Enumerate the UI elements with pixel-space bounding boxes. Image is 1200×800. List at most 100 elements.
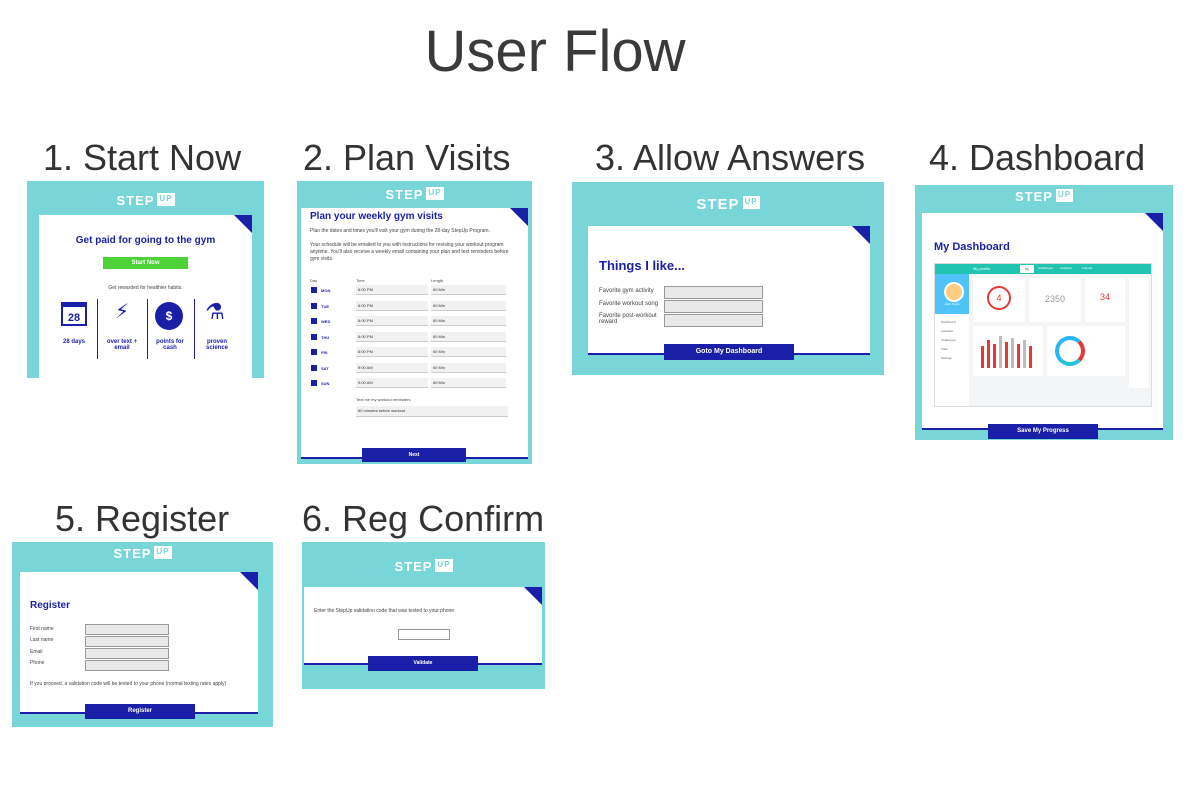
col-day: Day: [310, 278, 318, 283]
col-time: Time: [356, 278, 365, 283]
first-name-input[interactable]: [85, 624, 169, 635]
start-card: Get paid for going to the gym Start Now …: [39, 215, 252, 378]
field-label: Last name: [30, 637, 54, 643]
divider: [147, 299, 148, 359]
plan-heading: Plan your weekly gym visits: [310, 211, 443, 222]
start-heading: Get paid for going to the gym: [75, 235, 216, 246]
bar-chart: [973, 326, 1043, 376]
tab-challenges[interactable]: Challenges: [1038, 266, 1054, 270]
col-length: Length: [431, 278, 444, 283]
register-card: Register First name Last name Email Phon…: [20, 572, 258, 712]
tab-analytics[interactable]: Analytics: [1060, 266, 1073, 270]
corner-fold: [240, 572, 258, 590]
last-name-input[interactable]: [85, 636, 169, 647]
step-label-reg-confirm: 6. Reg Confirm: [302, 498, 545, 539]
dashboard-nav-item[interactable]: Activities: [941, 329, 953, 333]
length-select[interactable]: 60 Min: [431, 378, 506, 388]
tab-my[interactable]: My: [1020, 265, 1034, 273]
field-label: Favorite gym activity: [599, 288, 654, 294]
start-now-button[interactable]: Start Now: [103, 257, 188, 269]
feature-label: points for cash: [156, 339, 184, 351]
time-select[interactable]: 9:00 AM: [356, 362, 428, 373]
field-label: First name: [30, 626, 54, 632]
dashboard-nav-item[interactable]: Stats: [941, 347, 948, 351]
avatar: [944, 282, 964, 302]
profile-tab[interactable]: My profile: [973, 266, 991, 271]
plan-intro: Plan the dates and times you'll visit yo…: [310, 228, 490, 234]
day-checkbox[interactable]: [311, 380, 317, 386]
day-label: THU: [321, 334, 330, 340]
day-checkbox[interactable]: [311, 349, 317, 355]
divider: [194, 299, 195, 359]
metric-card: 2350: [1029, 278, 1081, 322]
validation-code-input[interactable]: [398, 629, 450, 640]
time-select[interactable]: 9:00 AM: [356, 378, 428, 388]
day-checkbox[interactable]: [311, 364, 317, 371]
time-select[interactable]: 6:00 PM: [356, 331, 428, 342]
field-label: Phone: [30, 660, 45, 666]
length-select[interactable]: 60 Min: [431, 362, 506, 373]
save-progress-button[interactable]: Save My Progress: [988, 424, 1098, 439]
corner-fold: [524, 587, 542, 605]
favorite-activity-input[interactable]: [664, 286, 763, 299]
reminder-select[interactable]: 60 minutes before workout: [356, 406, 508, 417]
dollar-icon: $: [155, 302, 183, 330]
start-tagline: Get rewarded for healthier habits.: [108, 285, 183, 291]
dashboard-heading: My Dashboard: [934, 241, 1010, 253]
length-select[interactable]: 60 Min: [431, 331, 506, 342]
time-select[interactable]: 6:00 PM: [356, 347, 428, 357]
validate-button[interactable]: Validate: [368, 656, 478, 671]
length-select[interactable]: 60 Min: [431, 347, 506, 357]
step-label-allow-answers: 3. Allow Answers: [595, 137, 866, 178]
step-label-register: 5. Register: [55, 498, 230, 539]
day-label: SUN: [321, 381, 330, 386]
next-button[interactable]: Next: [362, 448, 466, 462]
day-checkbox[interactable]: [311, 287, 317, 293]
dashboard-topbar: My profile My Challenges Analytics Frien…: [935, 264, 1151, 274]
length-select[interactable]: 60 Min: [431, 316, 506, 326]
register-note: If you proceed, a validation code will b…: [30, 681, 227, 687]
step-label-dashboard: 4. Dashboard: [929, 137, 1146, 178]
favorite-song-input[interactable]: [664, 300, 763, 313]
feature-label: proven science: [205, 339, 229, 351]
time-select[interactable]: 6:00 PM: [356, 316, 428, 326]
goto-dashboard-button[interactable]: Goto My Dashboard: [664, 344, 794, 360]
friends-list: [1129, 278, 1149, 388]
calendar-icon: 28: [61, 302, 87, 326]
day-checkbox[interactable]: [311, 318, 317, 324]
feature-label: over text + email: [106, 339, 138, 351]
length-select[interactable]: 60 Min: [431, 300, 506, 311]
phone-input[interactable]: [85, 660, 169, 671]
favorite-reward-input[interactable]: [664, 314, 763, 327]
email-input[interactable]: [85, 648, 169, 659]
time-select[interactable]: 6:00 PM: [356, 285, 428, 295]
reminder-label: Text me my workout reminders: [356, 397, 411, 402]
dashboard-nav-item[interactable]: Settings: [941, 356, 952, 360]
phone-icon: ⚡: [114, 301, 130, 323]
field-label: Favorite workout song: [599, 301, 659, 307]
length-select[interactable]: 60 Min: [431, 285, 506, 295]
plan-card: Plan your weekly gym visits Plan the dat…: [301, 208, 528, 462]
day-label: TUE: [321, 303, 329, 309]
register-button[interactable]: Register: [85, 704, 195, 719]
tab-friends[interactable]: Friends: [1082, 266, 1093, 270]
dashboard-nav-item[interactable]: Dashboard: [941, 320, 956, 324]
answers-heading: Things I like...: [599, 258, 685, 273]
confirm-card: Enter the StepUp validation code that wa…: [304, 587, 542, 663]
user-name: John Smith: [944, 302, 960, 306]
corner-fold: [234, 215, 252, 233]
corner-fold: [1145, 213, 1163, 231]
dashboard-nav-item[interactable]: Challenges: [941, 338, 957, 342]
day-checkbox[interactable]: [311, 302, 317, 309]
dashboard-screenshot: My profile My Challenges Analytics Frien…: [934, 263, 1152, 407]
day-checkbox[interactable]: [311, 333, 317, 340]
corner-fold: [510, 208, 528, 226]
time-select[interactable]: 6:00 PM: [356, 300, 428, 311]
plan-note: Your schedule will be emailed to you wit…: [310, 242, 509, 262]
donut-chart: [1047, 326, 1125, 376]
